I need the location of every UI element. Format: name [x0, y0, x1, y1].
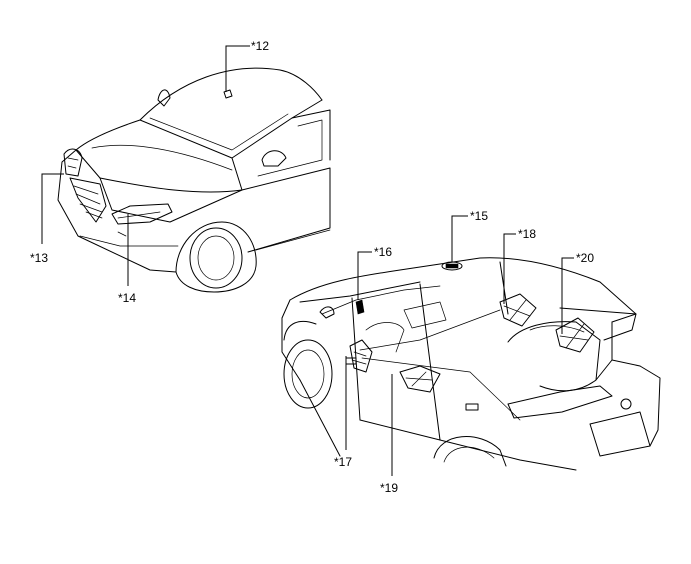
callout-19: *19	[380, 481, 398, 495]
front-car-illustration	[57, 67, 331, 293]
leader-13	[41, 173, 64, 244]
component-markers	[223, 89, 595, 393]
callout-17: *17	[334, 455, 352, 469]
callout-13: *13	[30, 251, 48, 265]
callout-labels: *12 *13 *14 *15 *16 *17 *18 *19 *20	[30, 39, 594, 495]
leader-16	[357, 251, 372, 300]
callout-18: *18	[518, 227, 536, 241]
leader-20	[561, 257, 574, 334]
leader-lines	[41, 45, 574, 476]
callout-15: *15	[470, 209, 488, 223]
callout-14: *14	[118, 291, 136, 305]
callout-16: *16	[374, 245, 392, 259]
leader-15	[451, 215, 468, 262]
leader-18	[503, 233, 516, 304]
leader-12	[225, 45, 250, 92]
callout-20: *20	[576, 251, 594, 265]
rear-car-illustration	[281, 257, 661, 471]
callout-12: *12	[251, 39, 269, 53]
